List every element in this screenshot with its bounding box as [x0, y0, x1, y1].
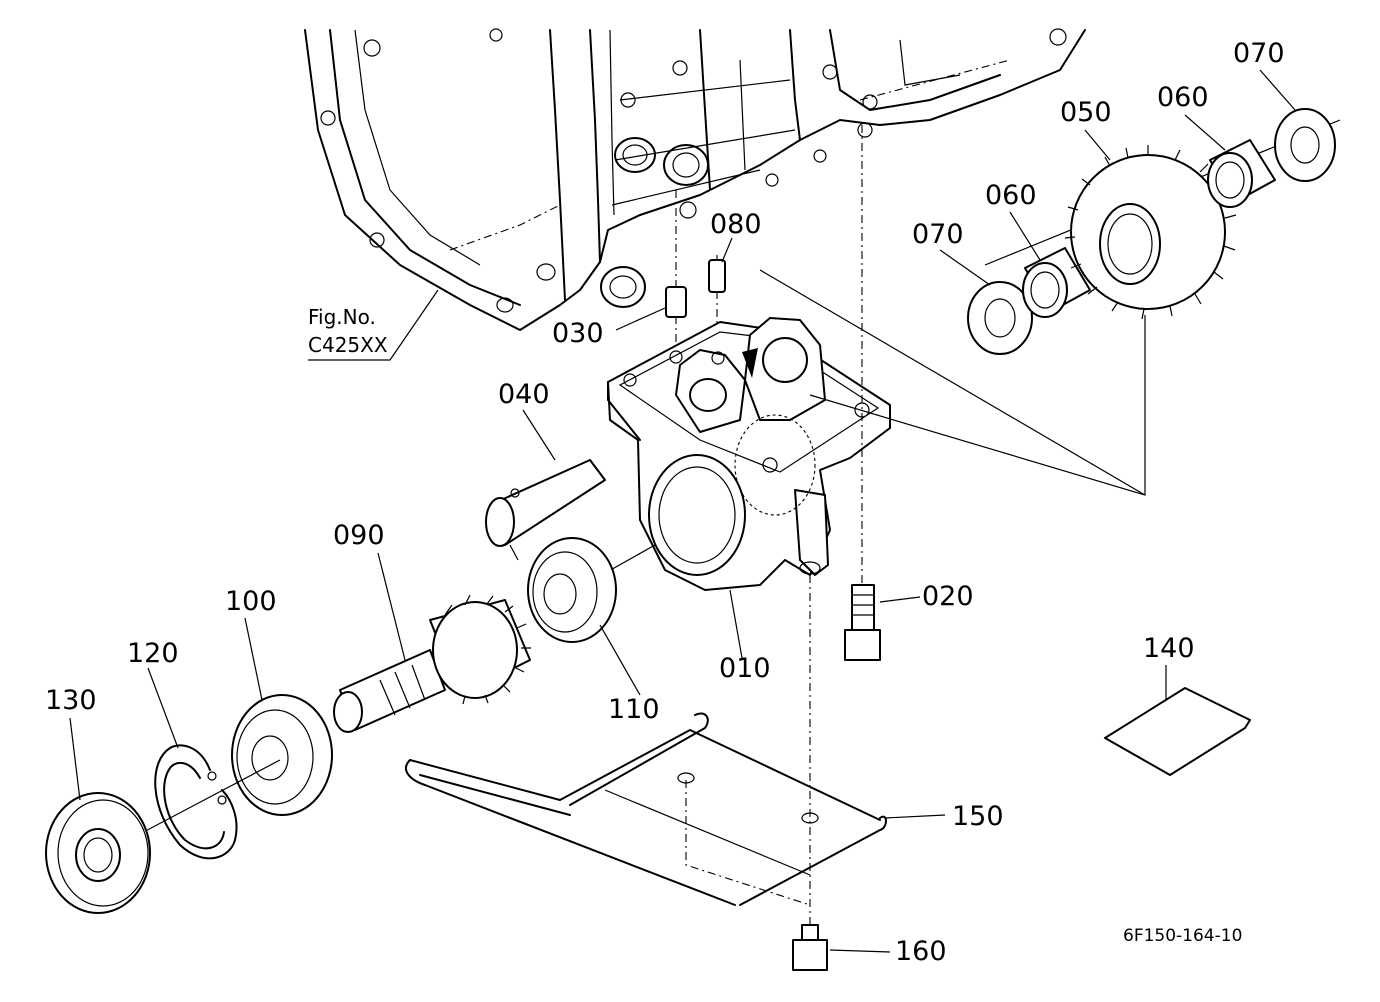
label-080: 080: [710, 209, 762, 240]
bolt-160: [792, 924, 828, 971]
pinion-shaft-090: [333, 594, 531, 733]
figure-reference: Fig.No. C425XX: [308, 289, 439, 361]
needle-bearing-060-right: [1207, 139, 1276, 208]
label-100: 100: [225, 586, 277, 617]
figure-ref-line2: C425XX: [308, 333, 388, 357]
label-030: 030: [552, 318, 604, 349]
label-060-left: 060: [985, 180, 1037, 211]
snap-ring-120: [154, 744, 238, 860]
label-050: 050: [1060, 97, 1112, 128]
thrust-washer-070-left: [967, 281, 1033, 355]
label-130: 130: [45, 685, 97, 716]
gear-housing-010: [607, 317, 891, 940]
oil-seal-130: [45, 759, 281, 914]
shaft-pin-040: [485, 459, 606, 561]
ball-bearing-100: [231, 694, 333, 816]
label-060-right: 060: [1157, 82, 1209, 113]
leader-lines: [69, 69, 1296, 953]
label-sheet-140: [1104, 687, 1251, 776]
bolt-020: [844, 125, 881, 661]
label-020: 020: [922, 581, 974, 612]
dowel-pin-080: [708, 255, 726, 365]
part-number-labels: 010 020 030 040 050 060 060 070 070 080 …: [45, 38, 1285, 967]
label-160: 160: [895, 936, 947, 967]
drawing-code: 6F150-164-10: [1123, 926, 1242, 946]
label-040: 040: [498, 379, 550, 410]
label-070-right: 070: [1233, 38, 1285, 69]
label-150: 150: [952, 801, 1004, 832]
label-010: 010: [719, 653, 771, 684]
transmission-case: [304, 28, 1086, 331]
label-120: 120: [127, 638, 179, 669]
dowel-pin-030: [665, 190, 687, 360]
needle-bearing-060-left: [1022, 247, 1091, 318]
ball-bearing-110: [527, 537, 656, 643]
figure-ref-line1: Fig.No.: [308, 305, 376, 329]
support-bracket-150: [405, 712, 887, 906]
thrust-washer-070-right: [1274, 108, 1336, 182]
label-140: 140: [1143, 633, 1195, 664]
label-110: 110: [608, 694, 660, 725]
label-070-left: 070: [912, 219, 964, 250]
label-090: 090: [333, 520, 385, 551]
spur-gear-050: [1064, 145, 1237, 320]
